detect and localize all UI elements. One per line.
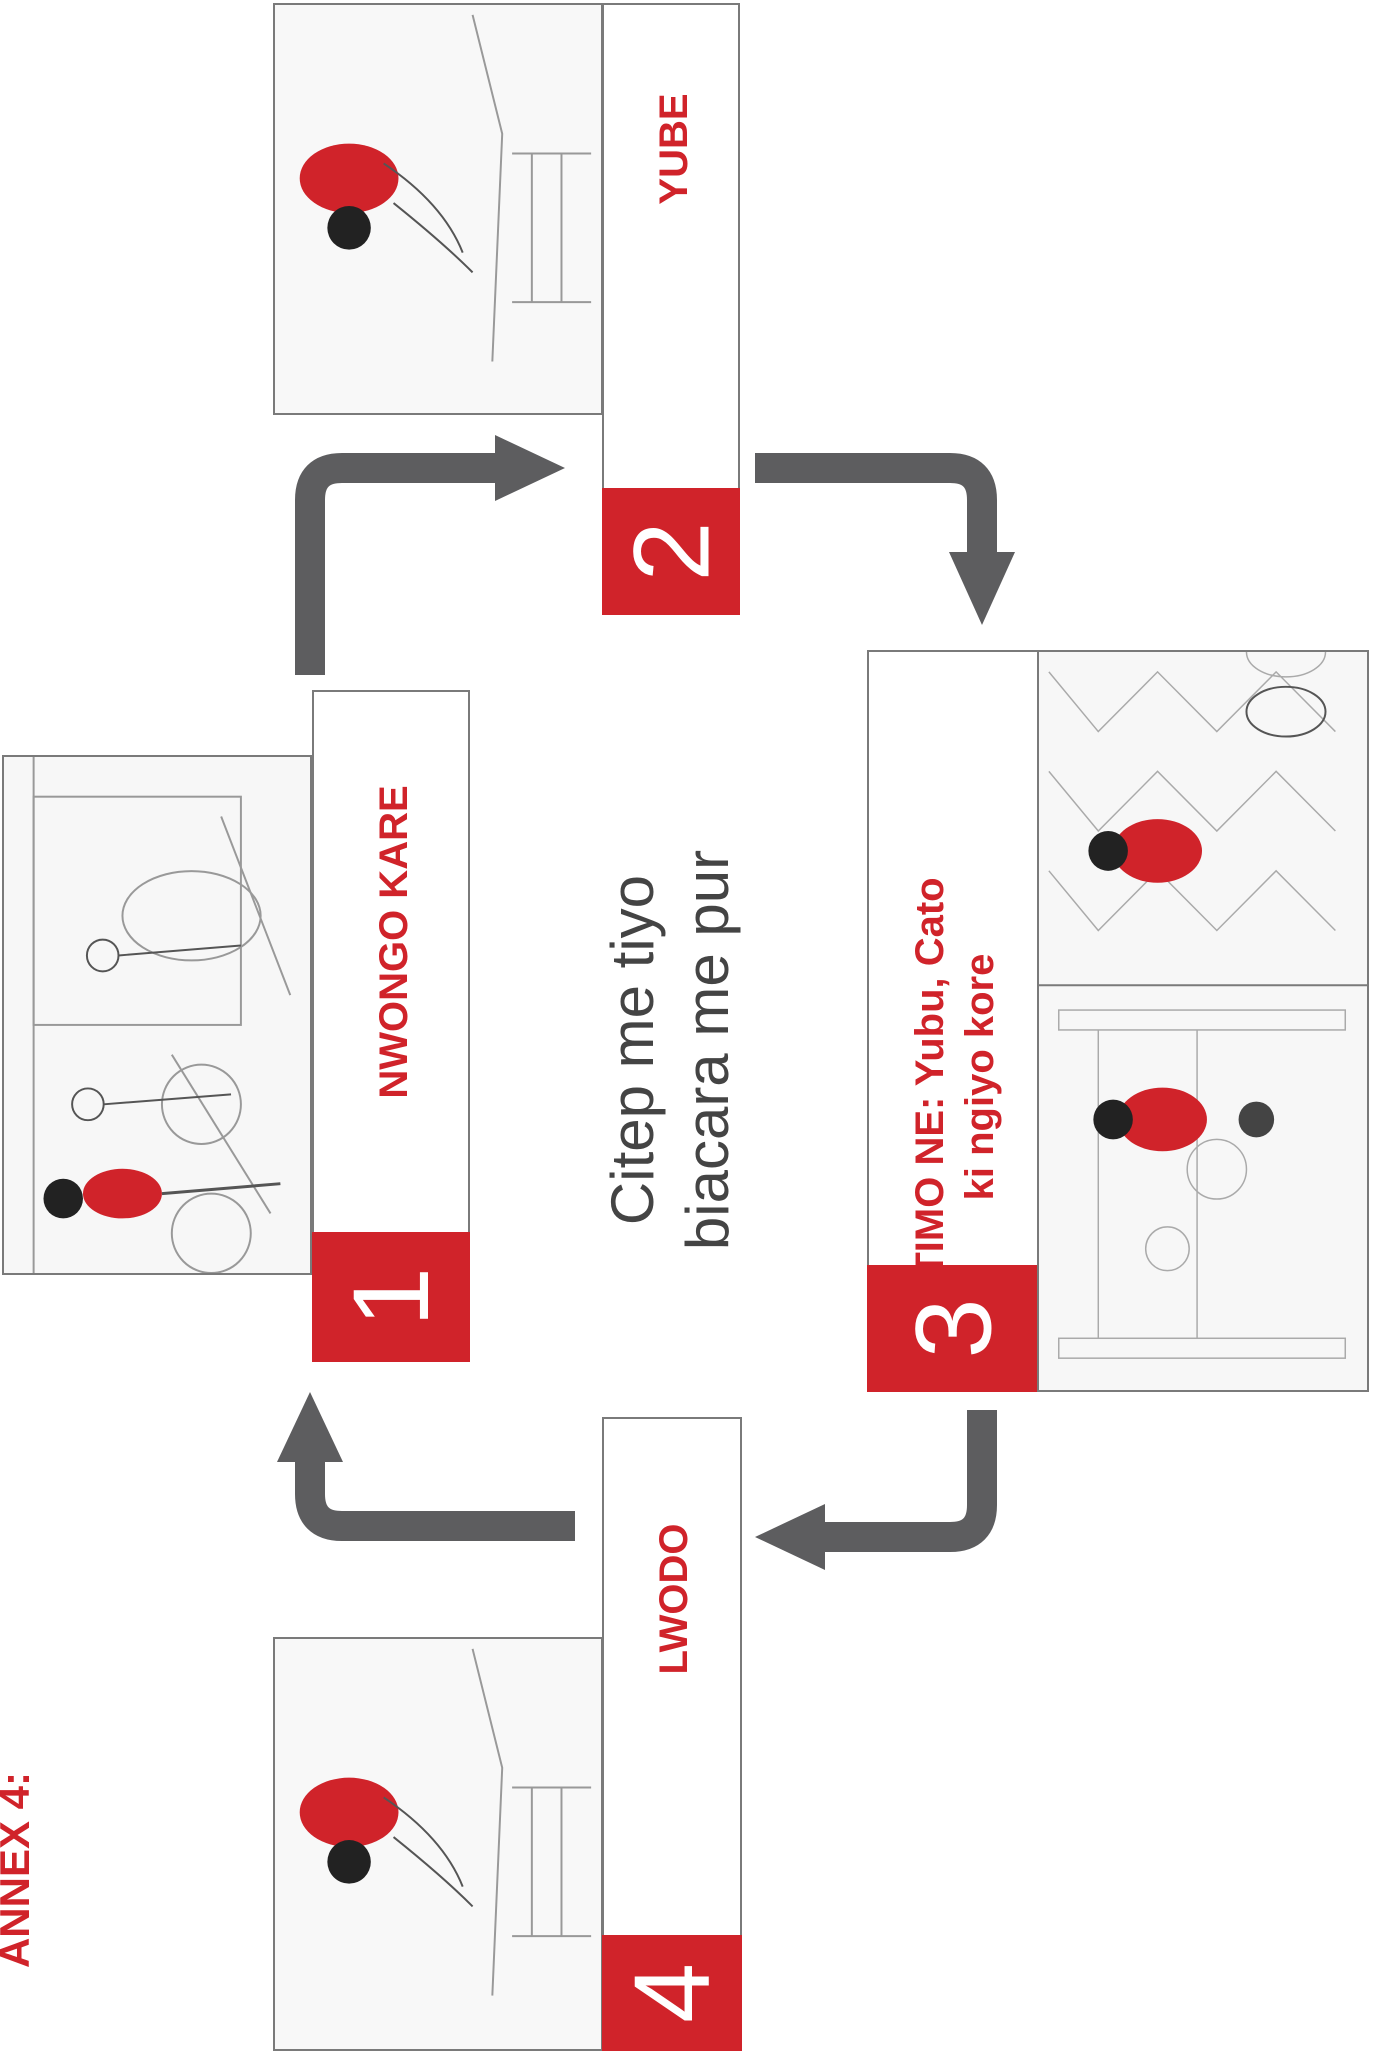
step3-number: 3 [890, 1243, 1017, 1415]
step4-label: LWODO [604, 1399, 744, 1799]
arrow-head-left [755, 1504, 825, 1570]
annex-title: ANNEX 4: [0, 1770, 50, 1970]
step3-number-box: 3 [867, 1265, 1039, 1392]
step4-number: 4 [614, 1923, 730, 2063]
step2-label: YUBE [605, 0, 743, 349]
step2-illustration [273, 3, 603, 415]
step4-illustration [273, 1637, 603, 2051]
step1-illustration [2, 755, 312, 1275]
arrow-step4-to-step1 [310, 1460, 575, 1526]
step3-illustration [1037, 650, 1369, 1392]
arrow-step1-to-step2 [310, 468, 500, 675]
step1-label: NWONGO KARE [314, 672, 474, 1212]
step2-number: 2 [608, 483, 735, 621]
arrow-head-up [277, 1392, 343, 1462]
arrow-head-down [949, 552, 1015, 625]
arrow-step3-to-step4 [820, 1410, 982, 1537]
step1-number: 1 [326, 1218, 456, 1376]
step3-label: TIMO NE: Yubu, Cato ki ngiyo kore [855, 857, 1055, 1297]
step2-number-box: 2 [602, 488, 740, 615]
step4-number-box: 4 [602, 1935, 742, 2051]
step1-number-box: 1 [312, 1232, 470, 1362]
arrow-step2-to-step3 [755, 468, 982, 555]
arrow-head-right [495, 435, 565, 501]
center-caption: Citep me tiyo biacara me pur [585, 800, 755, 1300]
